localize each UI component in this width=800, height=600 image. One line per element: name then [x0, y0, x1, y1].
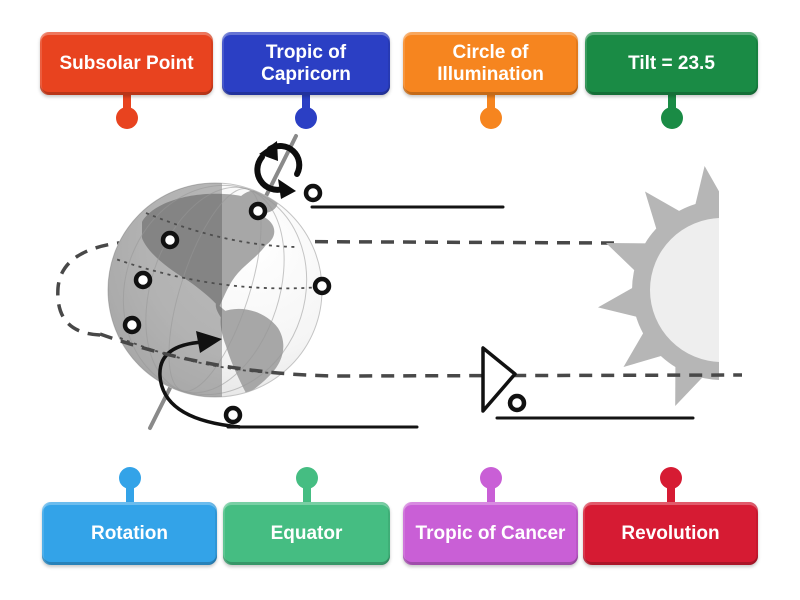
label-pin — [295, 94, 317, 129]
label-pin — [479, 467, 502, 502]
label-text: Tilt = 23.5 — [628, 52, 715, 74]
label-pin — [659, 467, 682, 502]
label-pin — [479, 94, 502, 129]
earth-globe — [107, 182, 323, 398]
label-pin — [295, 467, 318, 502]
label-tag-tropic-of-capricorn[interactable]: Tropic of Capricorn — [222, 32, 390, 129]
label-tag-tilt[interactable]: Tilt = 23.5 — [585, 32, 758, 129]
label-pin — [118, 467, 141, 502]
answer-dot-2[interactable] — [303, 183, 323, 203]
label-tag-equator[interactable]: Equator — [223, 467, 390, 565]
sun-icon — [598, 166, 719, 406]
answer-dot-6[interactable] — [312, 276, 332, 296]
answer-dot-4[interactable] — [133, 270, 153, 290]
revolution-arrow-icon — [158, 331, 241, 429]
label-tag-tropic-of-cancer[interactable]: Tropic of Cancer — [403, 467, 578, 565]
label-text: Revolution — [621, 522, 720, 544]
label-text: Circle of Illumination — [437, 41, 544, 85]
label-tag-circle-of-illumination[interactable]: Circle of Illumination — [403, 32, 578, 129]
label-tag-revolution[interactable]: Revolution — [583, 467, 758, 565]
label-text: Tropic of Cancer — [415, 522, 566, 544]
label-text: Equator — [270, 522, 343, 544]
label-tag-rotation[interactable]: Rotation — [42, 467, 217, 565]
label-pin — [115, 94, 138, 129]
answer-dot-3[interactable] — [160, 230, 180, 250]
answer-dot-5[interactable] — [122, 315, 142, 335]
answer-dot-8[interactable] — [507, 393, 527, 413]
rotation-arrows-icon — [254, 141, 303, 199]
label-text: Tropic of Capricorn — [261, 41, 351, 85]
orbit-path-front — [99, 332, 743, 378]
answer-dot-7[interactable] — [223, 405, 243, 425]
label-pin — [660, 94, 683, 129]
orbit-direction-triangle-icon — [481, 346, 517, 413]
label-tag-subsolar-point[interactable]: Subsolar Point — [40, 32, 213, 129]
label-text: Subsolar Point — [59, 52, 194, 74]
label-text: Rotation — [90, 522, 169, 544]
answer-dot-1[interactable] — [248, 201, 268, 221]
